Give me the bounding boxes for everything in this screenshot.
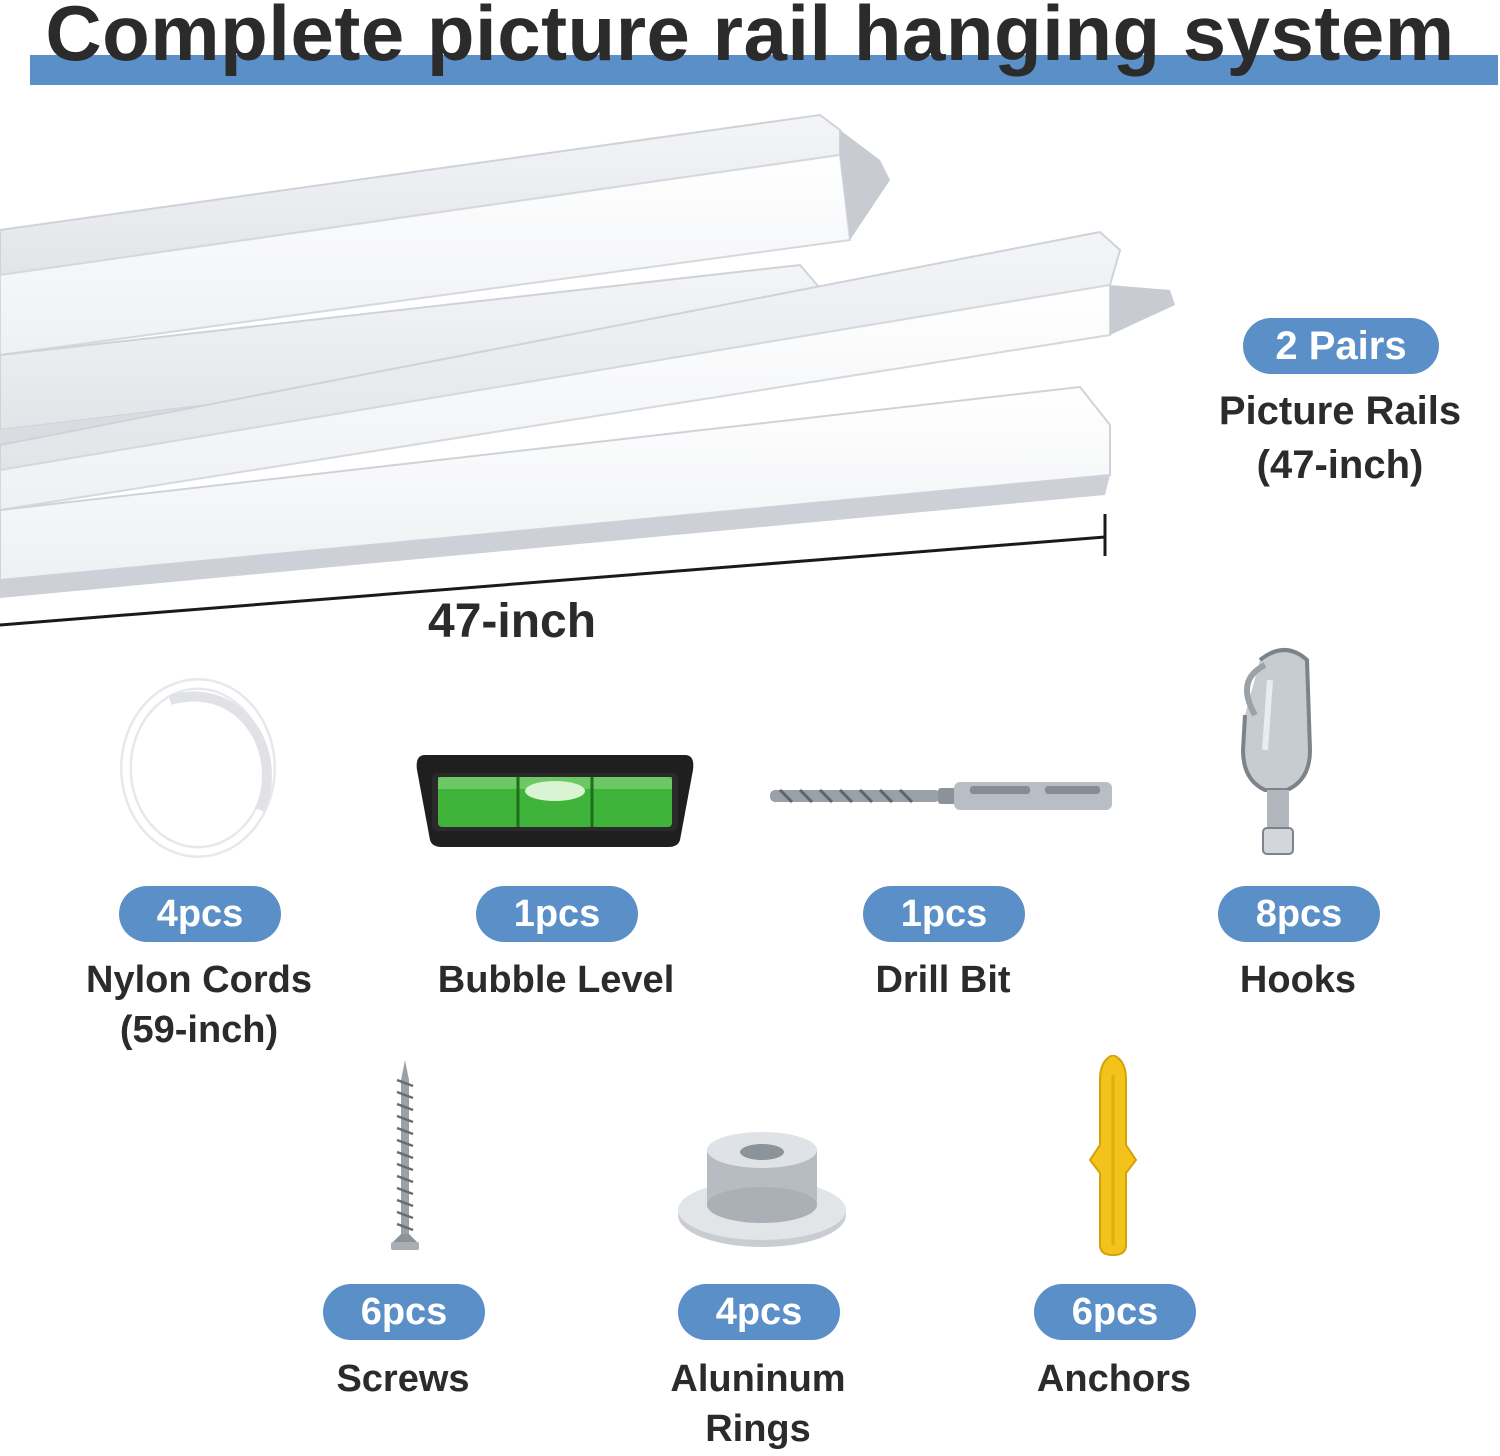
nylon-cord-icon <box>120 678 276 858</box>
bubble-level-count-badge: 1pcs <box>476 886 638 942</box>
hook-icon <box>1240 648 1313 855</box>
nylon-cords-label-line2: (59-inch) <box>119 1009 279 1051</box>
picture-rails-image <box>0 113 1175 627</box>
screws-label: Screws <box>336 1358 470 1400</box>
anchors-count-badge: 6pcs <box>1034 1284 1196 1340</box>
screws-count-badge: 6pcs <box>323 1284 485 1340</box>
drill-bit-count-badge: 1pcs <box>863 886 1025 942</box>
bubble-level-label: Bubble Level <box>437 959 675 1001</box>
anchors-label: Anchors <box>1036 1358 1192 1400</box>
anchor-icon <box>1088 1055 1138 1257</box>
aluminum-rings-label: Aluninum Rings <box>608 1354 908 1454</box>
rails-count-badge: 2 Pairs <box>1243 318 1439 374</box>
aluminum-ring-icon <box>678 1132 846 1247</box>
hooks-count-badge: 8pcs <box>1218 886 1380 942</box>
rails-label-line2: (47-inch) <box>1256 443 1424 487</box>
rail-length-label: 47-inch <box>428 595 597 648</box>
aluminum-rings-count-badge: 4pcs <box>678 1284 840 1340</box>
aluminum-rings-label-line2: Rings <box>705 1408 811 1450</box>
title-underline-bar <box>30 55 1498 85</box>
bubble-level-icon <box>416 755 694 847</box>
screw-icon <box>391 1060 419 1250</box>
nylon-cords-label-line1: Nylon Cords <box>86 959 312 1001</box>
drill-bit-label: Drill Bit <box>875 959 1011 1001</box>
hooks-label: Hooks <box>1239 959 1357 1001</box>
aluminum-rings-label-line1: Aluninum <box>670 1358 846 1400</box>
rails-label-line1: Picture Rails <box>1218 389 1462 433</box>
drill-bit-icon <box>770 782 1112 810</box>
nylon-cords-count-badge: 4pcs <box>119 886 281 942</box>
nylon-cords-label: Nylon Cords (59-inch) <box>49 955 349 1055</box>
page-title: Complete picture rail hanging system <box>45 0 1455 77</box>
rails-label: Picture Rails (47-inch) <box>1195 384 1485 492</box>
